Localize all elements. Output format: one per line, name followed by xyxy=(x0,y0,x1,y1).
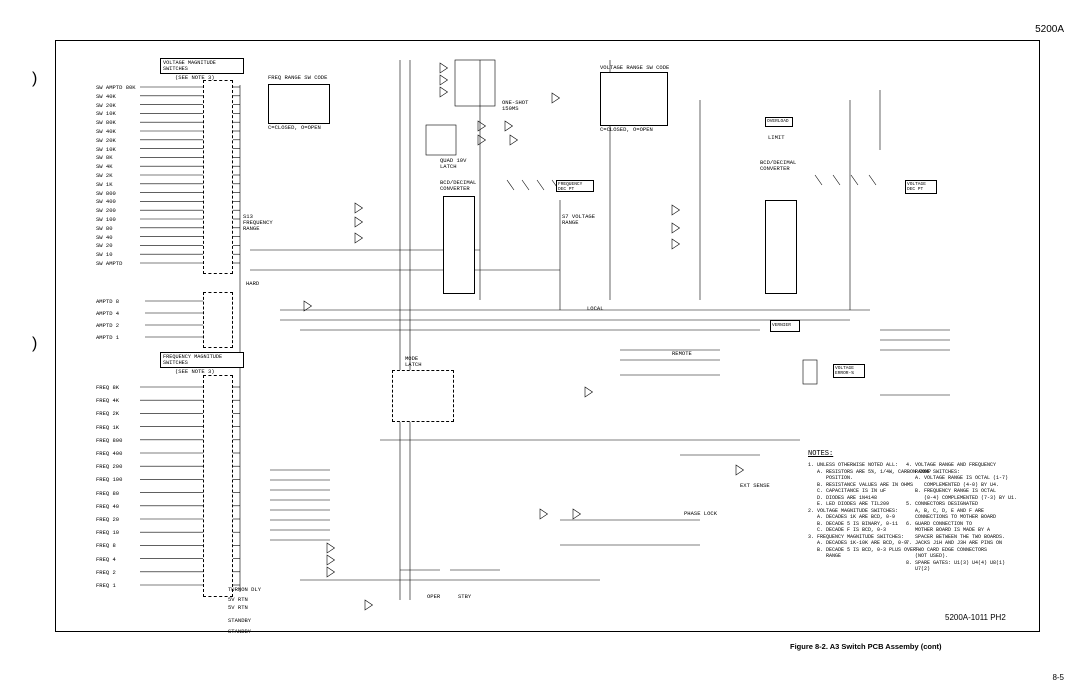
notes-right: 4. VOLTAGE RANGE AND FREQUENCY RANGE SWI… xyxy=(906,462,1018,572)
bottom-left-label: STANDBY xyxy=(228,617,252,624)
one-shot-label: ONE-SHOT 150MS xyxy=(502,99,529,112)
frequency-dec-pt: FREQUENCY DEC PT xyxy=(556,180,594,192)
notes-title: NOTES: xyxy=(808,450,834,458)
voltage-switches-title: VOLTAGE MAGNITUDE SWITCHES xyxy=(163,60,216,72)
freq-range-table xyxy=(268,84,330,124)
amptd-row-label: AMPTD 1 xyxy=(96,334,120,341)
figure-caption: Figure 8-2. A3 Switch PCB Assemby (cont) xyxy=(790,642,942,651)
bottom-left-label: 5V RTN xyxy=(228,604,248,611)
overload-indicator: OVERLOAD xyxy=(765,117,793,127)
frequency-row-label: FREQ 40 xyxy=(96,502,120,510)
frequency-row-label: FREQ 200 xyxy=(96,463,123,471)
voltage-row-label: SW 10K xyxy=(96,145,116,153)
frequency-row-label: FREQ 1 xyxy=(96,582,116,589)
bottom-left-label: STANDBY xyxy=(228,628,252,635)
voltage-row-label: SW AMPTD 80K xyxy=(96,84,136,91)
frequency-row-label: FREQ 1K xyxy=(96,423,120,431)
bottom-left-label: TURNON DLY xyxy=(228,586,262,593)
voltage-switches-title-box: VOLTAGE MAGNITUDE SWITCHES xyxy=(160,58,244,74)
voltage-row-label: SW 10K xyxy=(96,110,116,118)
phase-lock-label: PHASE LOCK xyxy=(684,510,718,517)
drawing-number: 5200A-1011 PH2 xyxy=(945,613,1006,622)
voltage-range-table-legend: C=CLOSED, O=OPEN xyxy=(600,126,653,133)
frequency-row-label: FREQ 100 xyxy=(96,476,123,484)
vernier-box: VERNIER xyxy=(770,320,800,332)
frequency-row-label: FREQ 8 xyxy=(96,542,116,550)
voltage-dec-pt: VOLTAGE DEC PT xyxy=(905,180,937,194)
frequency-row-label: FREQ 10 xyxy=(96,529,120,537)
standby-label: STBY xyxy=(458,593,472,600)
oper-label: OPER xyxy=(427,593,441,600)
voltage-range-table xyxy=(600,72,668,126)
quad-latch-label: QUAD 10V LATCH xyxy=(440,157,467,170)
notes-left: 1. UNLESS OTHERWISE NOTED ALL: A. RESIST… xyxy=(808,462,932,559)
local-label-1: LOCAL xyxy=(587,305,604,312)
binding-mark-top: ) xyxy=(32,70,38,87)
freq-range-table-title: FREQ RANGE SW CODE xyxy=(268,74,328,81)
frequency-switch-bank xyxy=(203,375,233,597)
ext-sense-label: EXT SENSE xyxy=(740,482,770,489)
frequency-row-label: FREQ 4K xyxy=(96,397,120,405)
remote-label: REMOTE xyxy=(672,350,692,357)
frequency-switches-title: FREQUENCY MAGNITUDE SWITCHES xyxy=(163,354,223,366)
voltage-row-label: SW 4K xyxy=(96,163,113,171)
voltage-switch-bank xyxy=(203,80,233,274)
mode-latch-box xyxy=(392,370,454,422)
voltage-row-label: SW AMPTD xyxy=(96,260,123,267)
bcd-converter-u4 xyxy=(765,200,797,294)
voltage-row-label: SW 40K xyxy=(96,92,116,100)
voltage-row-label: SW 20K xyxy=(96,136,116,144)
voltage-error-box: VOLTAGE ERROR-% xyxy=(833,364,865,378)
voltage-row-label: SW 10 xyxy=(96,251,113,259)
frequency-row-label: FREQ 80 xyxy=(96,489,120,497)
schematic-frame xyxy=(55,40,1040,632)
freq-range-table-legend: C=CLOSED, O=OPEN xyxy=(268,124,321,131)
freq-range-sw-label: S13 FREQUENCY RANGE xyxy=(243,213,273,232)
limit-label: LIMIT xyxy=(768,134,785,141)
binding-mark-bottom: ) xyxy=(32,335,38,352)
voltage-row-label: SW 80 xyxy=(96,224,113,232)
amptd-row-label: AMPTD 8 xyxy=(96,298,120,305)
frequency-row-label: FREQ 400 xyxy=(96,450,123,457)
amptd-row-label: AMPTD 2 xyxy=(96,322,120,329)
voltage-range-table-title: VOLTAGE RANGE SW CODE xyxy=(600,64,670,71)
frequency-row-label: FREQ 4 xyxy=(96,555,116,563)
voltage-range-sw-label: S7 VOLTAGE RANGE xyxy=(562,213,596,226)
frequency-row-label: FREQ 2 xyxy=(96,568,116,576)
frequency-row-label: FREQ 800 xyxy=(96,436,123,444)
frequency-row-label: FREQ 20 xyxy=(96,516,120,523)
voltage-row-label: SW 2K xyxy=(96,172,113,179)
mode-latch-label: MODE LATCH xyxy=(405,355,422,368)
frequency-switches-note: (SEE NOTE 3) xyxy=(175,368,215,375)
doc-number: 5200A xyxy=(1035,24,1064,35)
bcd-converter-right-label: BCD/DECIMAL CONVERTER xyxy=(760,159,797,172)
bottom-left-label: 5V RTN xyxy=(228,596,248,603)
voltage-row-label: SW 800 xyxy=(96,189,116,197)
amptd-switch-bank xyxy=(203,292,233,348)
voltage-row-label: SW 40 xyxy=(96,233,113,241)
voltage-row-label: SW 100 xyxy=(96,216,116,223)
voltage-switches-note: (SEE NOTE 3) xyxy=(175,74,215,81)
frequency-row-label: FREQ 8K xyxy=(96,384,120,391)
voltage-row-label: SW 20K xyxy=(96,101,116,109)
amptd-row-label: AMPTD 4 xyxy=(96,310,120,317)
hard-label: HARD xyxy=(246,280,260,287)
bcd-converter-u9 xyxy=(443,196,475,294)
voltage-row-label: SW 200 xyxy=(96,207,116,215)
frequency-switches-title-box: FREQUENCY MAGNITUDE SWITCHES xyxy=(160,352,244,368)
page-number: 8-5 xyxy=(1052,673,1064,682)
voltage-row-label: SW 40K xyxy=(96,128,116,135)
voltage-row-label: SW 20 xyxy=(96,242,113,250)
voltage-row-label: SW 80K xyxy=(96,119,116,127)
voltage-row-label: SW 400 xyxy=(96,198,116,206)
frequency-row-label: FREQ 2K xyxy=(96,410,120,418)
bcd-converter-left-label: BCD/DECIMAL CONVERTER xyxy=(440,179,477,192)
voltage-row-label: SW 8K xyxy=(96,154,113,162)
voltage-row-label: SW 1K xyxy=(96,180,113,188)
